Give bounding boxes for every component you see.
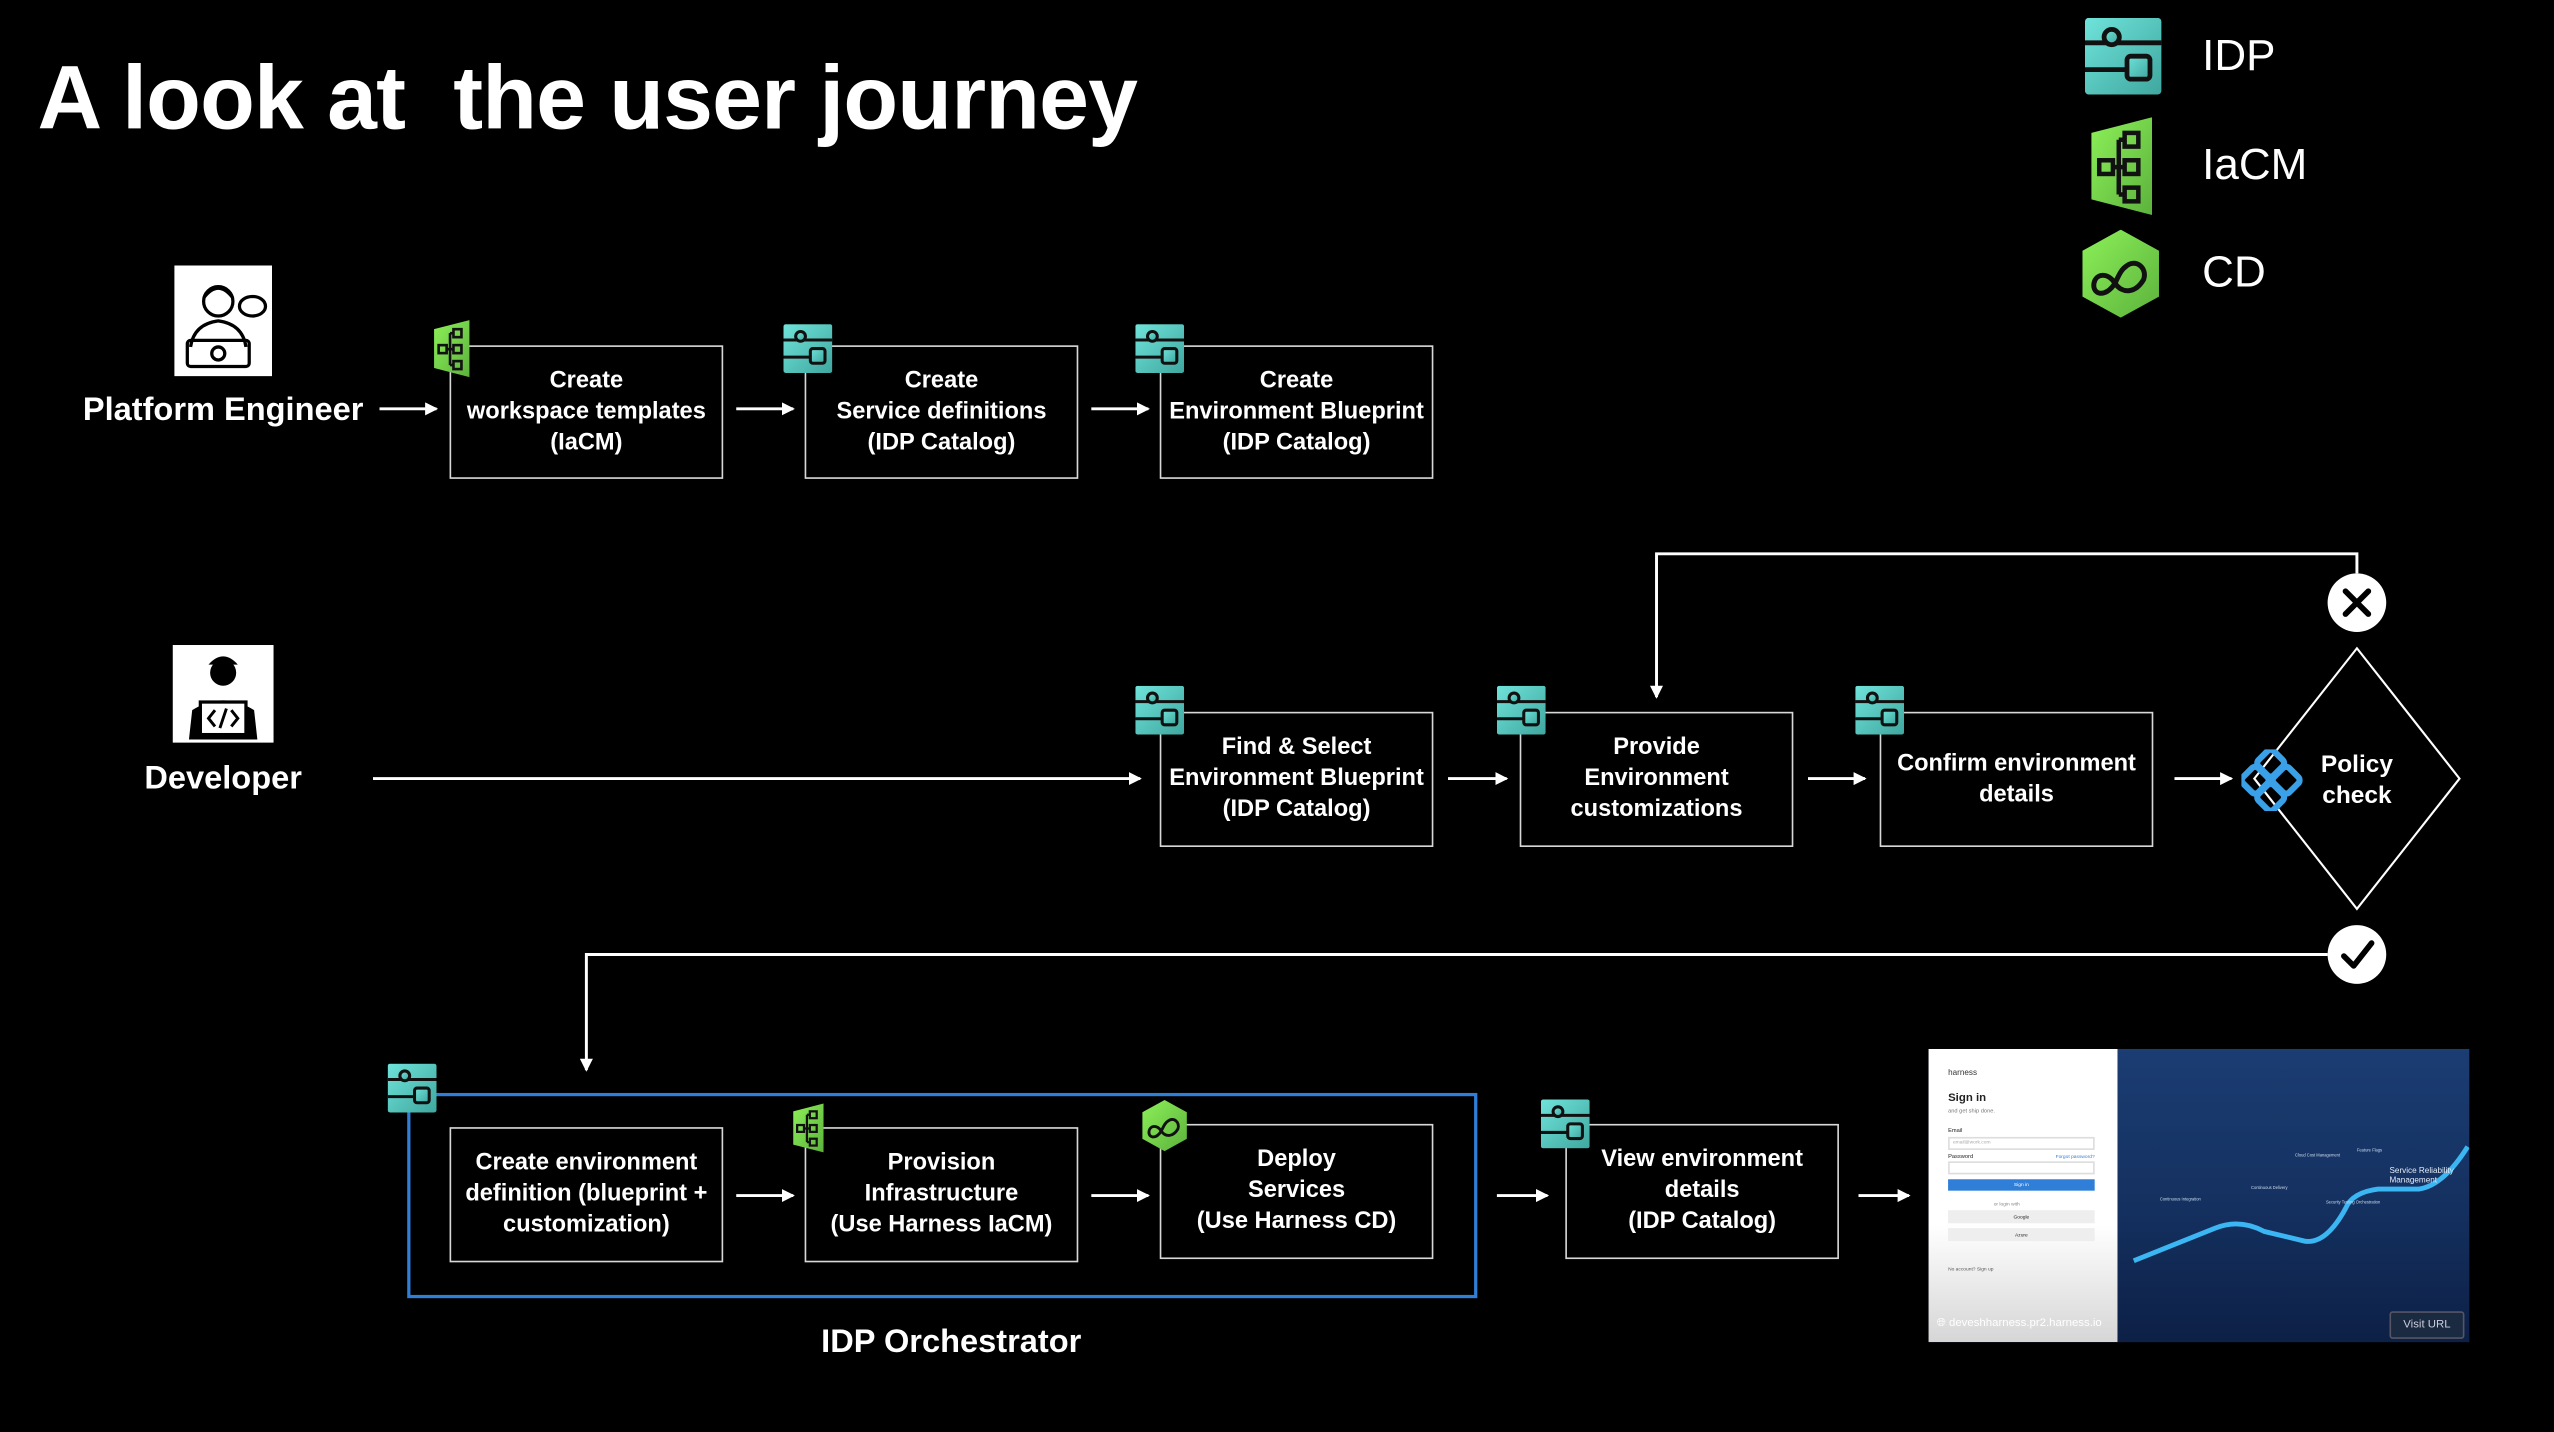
email-field[interactable]: email@work.com (1948, 1136, 2095, 1150)
module-label: Cloud Cost Management (2295, 1153, 2341, 1159)
module-label: Continuous Delivery (2251, 1185, 2288, 1191)
policy-text: check (2322, 781, 2392, 810)
cd-icon (1140, 1099, 1189, 1151)
email-label: Email (1948, 1127, 1963, 1134)
step-text: (IDP Catalog) (867, 429, 1016, 456)
x-circle-icon (2327, 573, 2387, 632)
legend-cd-label: CD (2202, 247, 2266, 297)
step-create-workspace-templates[interactable]: Create workspace templates (IaCM) (449, 345, 724, 479)
password-field[interactable] (1948, 1161, 2095, 1175)
step-text: Environment Blueprint (1169, 398, 1424, 425)
journey-path-graphic (2132, 1145, 2470, 1263)
idp-orchestrator-group (407, 1092, 1478, 1299)
reject-loop-arrow (1650, 552, 2359, 699)
step-text: Provide (1613, 734, 1700, 761)
step-text: Confirm environment (1897, 750, 2136, 777)
approve-arrow (579, 953, 2328, 1072)
signin-heading: Sign in (1948, 1092, 1987, 1105)
idp-icon (1135, 686, 1184, 735)
forgot-password-link[interactable]: Forgot password? (2055, 1153, 2095, 1160)
iacm-icon (428, 319, 474, 378)
step-text: customizations (1570, 796, 1743, 823)
page-title: A look at the user journey (37, 47, 1138, 149)
step-text: Create (1259, 367, 1334, 394)
password-label: Password (1948, 1153, 1974, 1160)
step-text: Find & Select (1221, 734, 1372, 761)
idp-icon (1135, 324, 1184, 373)
step-text: Infrastructure (864, 1180, 1019, 1207)
check-circle-icon (2327, 925, 2387, 984)
signin-button[interactable]: Sign in (1948, 1179, 2095, 1191)
idp-icon (1855, 686, 1904, 735)
step-text: Create (904, 367, 979, 394)
platform-engineer-label: Platform Engineer (82, 392, 364, 429)
step-text: (IDP Catalog) (1628, 1208, 1777, 1235)
idp-orchestrator-label: IDP Orchestrator (821, 1324, 1082, 1361)
step-text: Provision (887, 1149, 996, 1177)
step-text: (IDP Catalog) (1222, 429, 1371, 456)
step-text: Deploy (1257, 1146, 1336, 1173)
step-confirm-details[interactable]: Confirm environment details (1879, 711, 2154, 847)
step-text: customization) (503, 1211, 670, 1238)
step-create-environment-definition[interactable]: Create environment definition (blueprint … (449, 1127, 724, 1263)
or-login-text: or login with (1993, 1200, 2020, 1207)
google-button[interactable]: Google (1948, 1210, 2095, 1224)
idp-icon (388, 1064, 437, 1113)
step-text: definition (blueprint + (465, 1180, 708, 1207)
signup-link[interactable]: No account? Sign up (1948, 1265, 1994, 1273)
policy-text: Policy (2320, 750, 2393, 779)
step-view-environment-details[interactable]: View environment details (IDP Catalog) (1565, 1123, 1839, 1260)
step-text: Create (549, 367, 624, 394)
step-text: details (1979, 781, 2054, 808)
azure-button[interactable]: Azure (1948, 1228, 2095, 1242)
module-label: Security Testing Orchestration (2325, 1200, 2381, 1206)
iacm-icon (788, 1103, 827, 1153)
step-text: (Use Harness IaCM) (830, 1211, 1053, 1238)
idp-icon (1497, 686, 1546, 735)
module-label: Service Reliability Management (2389, 1166, 2454, 1186)
module-label: Continuous Integration (2159, 1197, 2201, 1203)
step-text: (IDP Catalog) (1222, 796, 1371, 823)
idp-icon (783, 324, 832, 373)
signin-panel: harness Sign in and get ship done. Email… (1928, 1048, 2118, 1343)
signin-subheading: and get ship done. (1948, 1107, 1996, 1115)
module-label: Feature Flags (2356, 1148, 2383, 1154)
environment-preview-screenshot: harness Sign in and get ship done. Email… (1928, 1048, 2470, 1343)
idp-icon (1541, 1099, 1590, 1148)
legend-idp-label: IDP (2202, 30, 2276, 80)
step-text: (Use Harness CD) (1196, 1208, 1397, 1235)
url-bar[interactable]: 🌐︎ deveshharness.pr2.harness.io (1937, 1318, 2102, 1331)
step-text: Create environment (475, 1149, 698, 1177)
step-text: Environment Blueprint (1169, 765, 1424, 792)
step-text: Services (1247, 1177, 1346, 1204)
step-text: Service definitions (836, 398, 1047, 425)
legend-iacm-label: IaCM (2202, 140, 2308, 189)
developer-label: Developer (144, 760, 302, 797)
step-text: details (1664, 1177, 1740, 1204)
platform-engineer-icon (174, 265, 273, 377)
step-text: View environment (1601, 1146, 1803, 1173)
brand-text: harness (1948, 1068, 1978, 1079)
step-text: Environment (1584, 765, 1729, 792)
step-text: workspace templates (466, 398, 706, 425)
developer-icon (172, 645, 274, 743)
url-text: deveshharness.pr2.harness.io (1948, 1317, 2102, 1330)
step-text: (IaCM) (550, 429, 623, 456)
policy-diamond (2252, 646, 2461, 911)
globe-icon: 🌐︎ (1936, 1317, 1946, 1330)
visit-url-button[interactable]: Visit URL (2389, 1311, 2465, 1339)
